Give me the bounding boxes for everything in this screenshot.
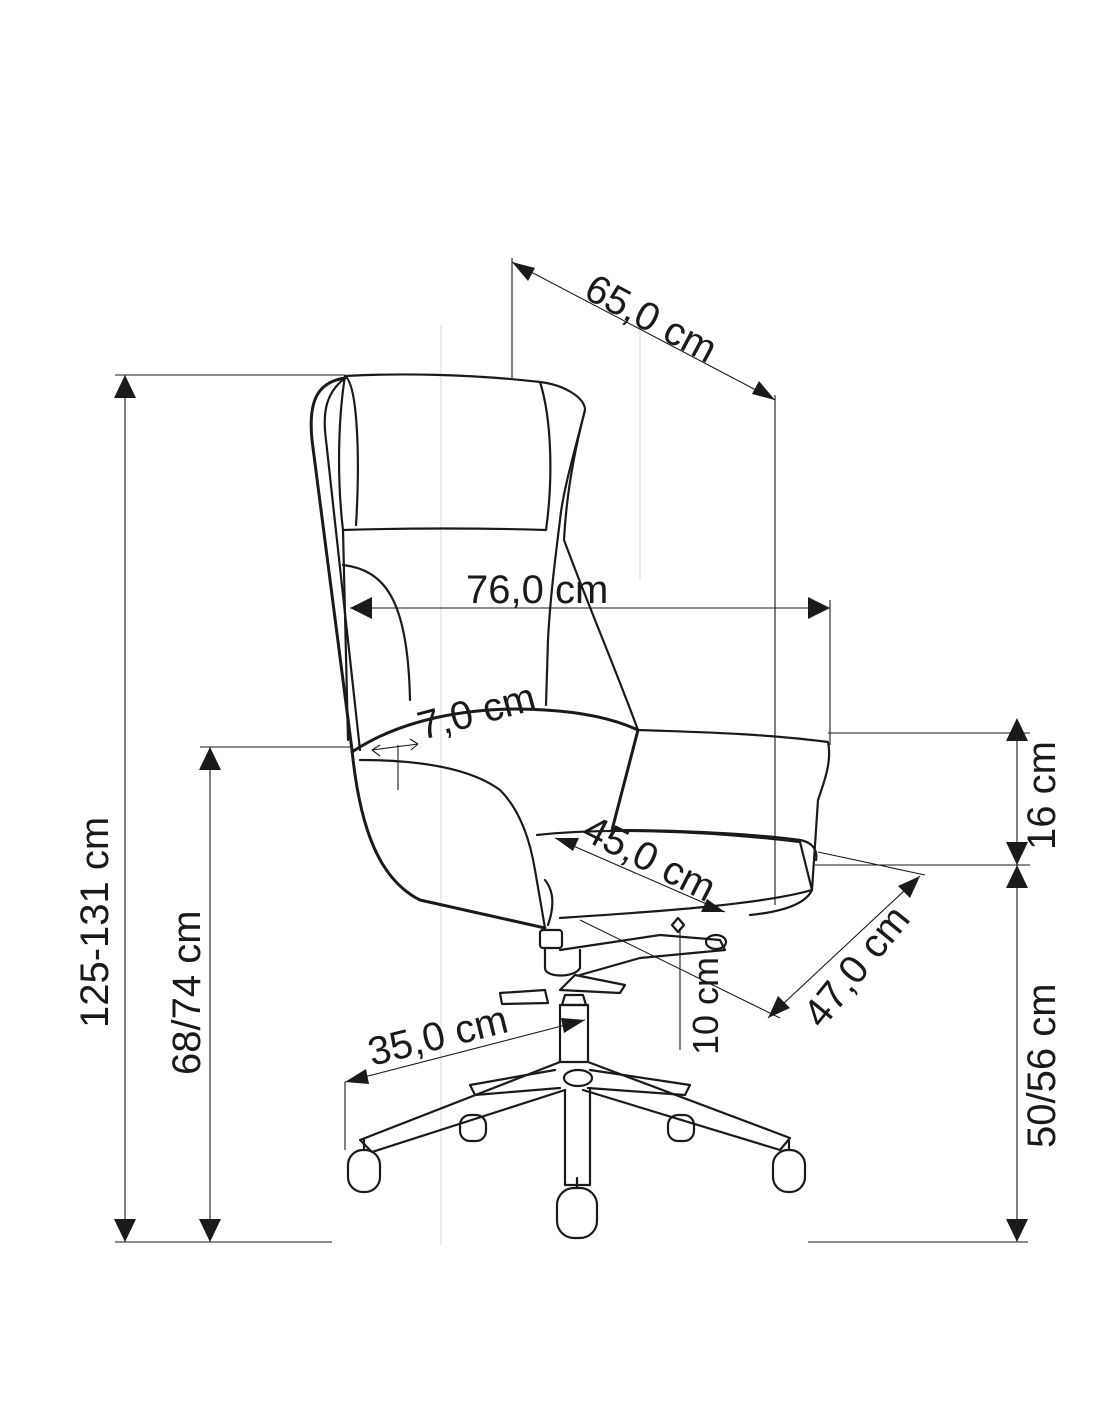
- seat-height-label: 50/56 cm: [1020, 983, 1064, 1148]
- seat-cushion: [535, 829, 814, 920]
- width-label: 76,0 cm: [466, 568, 608, 612]
- seat-adjust-label: 10 cm: [685, 957, 726, 1055]
- chair-drawing: [309, 373, 831, 1240]
- base-radius-label: 35,0 cm: [364, 998, 513, 1075]
- right-armrest: [636, 728, 831, 917]
- seat-width-label: 47,0 cm: [795, 897, 919, 1035]
- caster-left: [346, 1138, 382, 1194]
- total-height-label: 125-131 cm: [73, 817, 117, 1028]
- seat-depth-label: 45,0 cm: [576, 807, 723, 911]
- back-shell: [309, 376, 547, 930]
- caster-back-right: [666, 1113, 696, 1143]
- seat-edge: [543, 878, 554, 927]
- arrow-down: [114, 1219, 136, 1242]
- arrow-up: [114, 375, 136, 398]
- left-armrest: [350, 707, 640, 832]
- right-wing: [538, 380, 587, 707]
- caster-right: [771, 1138, 807, 1194]
- star-base: [358, 1060, 792, 1187]
- dimension-labels: 125-131 cm 68/74 cm 65,0 cm 76,0 cm 7,0 …: [73, 266, 1064, 1148]
- headrest-side: [343, 374, 359, 527]
- dimension-lines: [114, 258, 1030, 1243]
- gas-lift-top: [560, 993, 588, 1007]
- caster-back-left: [458, 1113, 488, 1143]
- back-shell-inner: [323, 376, 362, 752]
- armrest-width-label: 7,0 cm: [413, 675, 540, 749]
- headrest: [337, 373, 552, 532]
- lumbar-curve: [341, 563, 412, 702]
- background-guides: [440, 325, 641, 1245]
- armrest-height-label: 68/74 cm: [165, 910, 209, 1075]
- tilt-mechanism: [498, 916, 728, 1006]
- gas-lift: [558, 1003, 590, 1064]
- right-wing-outer: [562, 408, 640, 732]
- left-armrest-inner: [358, 758, 547, 930]
- armrest-to-seat-label: 16 cm: [1020, 741, 1064, 850]
- caster-center: [555, 1176, 599, 1240]
- depth-label: 65,0 cm: [578, 266, 724, 372]
